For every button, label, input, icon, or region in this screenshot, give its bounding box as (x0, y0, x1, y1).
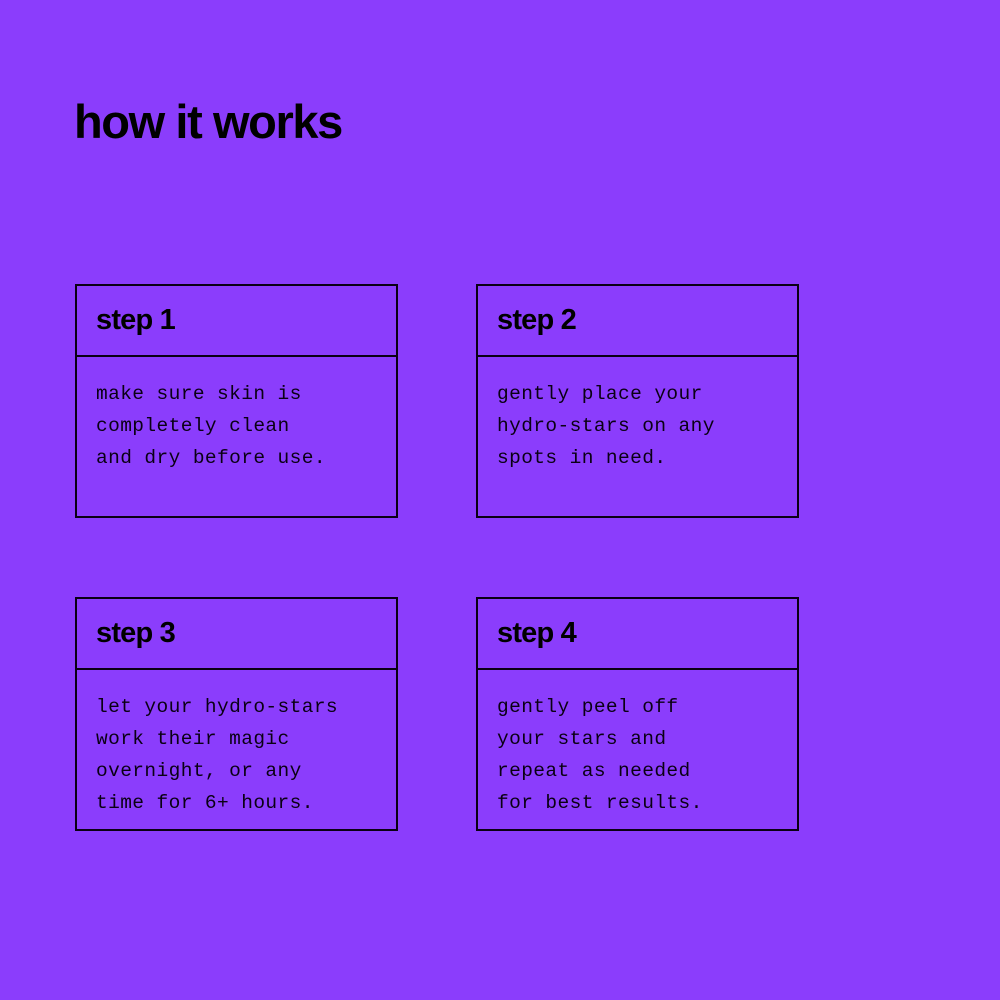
step-card-2-header: step 2 (478, 286, 797, 357)
step-card-2-title: step 2 (497, 304, 577, 336)
step-card-1-title: step 1 (96, 304, 176, 336)
step-card-4-title: step 4 (497, 617, 577, 649)
page-title: how it works (74, 95, 343, 148)
step-card-1-text: make sure skin is completely clean and d… (96, 383, 326, 469)
step-card-3-body: let your hydro-stars work their magic ov… (77, 670, 396, 829)
step-card-2-text: gently place your hydro-stars on any spo… (497, 383, 715, 469)
step-card-4-text: gently peel off your stars and repeat as… (497, 696, 703, 814)
step-card-1-body: make sure skin is completely clean and d… (77, 357, 396, 516)
step-card-4: step 4 gently peel off your stars and re… (476, 597, 799, 831)
step-card-3-title: step 3 (96, 617, 176, 649)
step-card-3-text: let your hydro-stars work their magic ov… (96, 696, 339, 814)
step-card-3: step 3 let your hydro-stars work their m… (75, 597, 398, 831)
step-card-2-body: gently place your hydro-stars on any spo… (478, 357, 797, 516)
step-card-1: step 1 make sure skin is completely clea… (75, 284, 398, 518)
step-card-1-header: step 1 (77, 286, 396, 357)
step-card-4-body: gently peel off your stars and repeat as… (478, 670, 797, 829)
step-card-4-header: step 4 (478, 599, 797, 670)
step-card-3-header: step 3 (77, 599, 396, 670)
steps-grid: step 1 make sure skin is completely clea… (75, 284, 799, 831)
step-card-2: step 2 gently place your hydro-stars on … (476, 284, 799, 518)
